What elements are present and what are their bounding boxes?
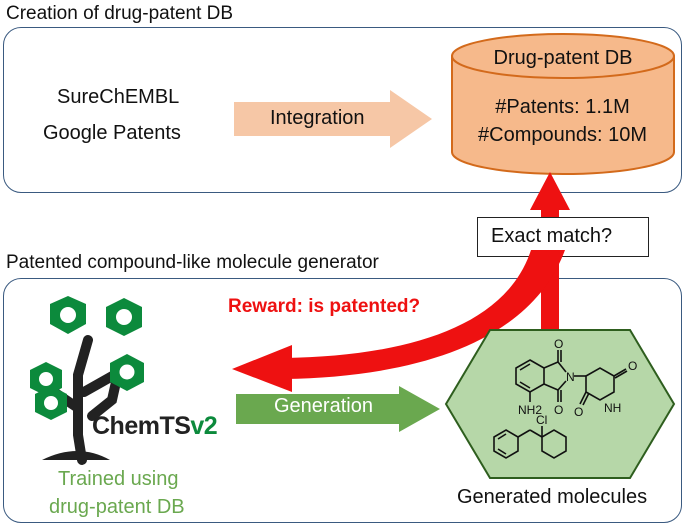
db-label: Drug-patent DB — [493, 47, 633, 69]
generator-title: Patented compound-like molecule generato… — [6, 252, 379, 273]
db-creation-title: Creation of drug-patent DB — [6, 3, 234, 24]
generated-molecules-label: Generated molecules — [457, 486, 648, 508]
integration-arrow — [234, 90, 432, 148]
atom-nh: NH — [604, 401, 621, 415]
generation-arrow — [236, 386, 440, 432]
atom-o-lower: O — [574, 405, 583, 419]
atom-o-top: O — [554, 337, 563, 351]
generated-molecules-hexagon: O N O O NH O NH2 Cl — [444, 329, 676, 479]
chemtsv2-logo-main: ChemTS — [92, 412, 191, 440]
generation-label: Generation — [274, 395, 373, 417]
integration-label: Integration — [270, 107, 365, 129]
source-google-patents: Google Patents — [43, 122, 181, 144]
atom-o-bottom: O — [554, 403, 563, 417]
generator-caption-line1: Trained using — [58, 468, 179, 490]
atom-cl: Cl — [536, 413, 547, 427]
chemtsv2-logo-suffix: v2 — [190, 412, 218, 440]
atom-n-imide: N — [566, 370, 575, 384]
drug-patent-db-icon — [451, 33, 675, 175]
source-surechembl: SureChEMBL — [57, 86, 180, 108]
chemtsv2-logo-text: ChemTSv2 — [92, 412, 218, 441]
generator-caption-line2: drug-patent DB — [49, 496, 185, 518]
atom-nh2: NH2 — [518, 403, 542, 417]
db-patents-count: #Patents: 1.1M — [495, 96, 630, 118]
atom-o-right: O — [628, 359, 637, 373]
db-compounds-count: #Compounds: 10M — [478, 124, 647, 146]
chemtsv2-tree-icon — [30, 296, 144, 465]
exact-match-label: Exact match? — [491, 225, 613, 247]
reward-label: Reward: is patented? — [228, 296, 421, 317]
